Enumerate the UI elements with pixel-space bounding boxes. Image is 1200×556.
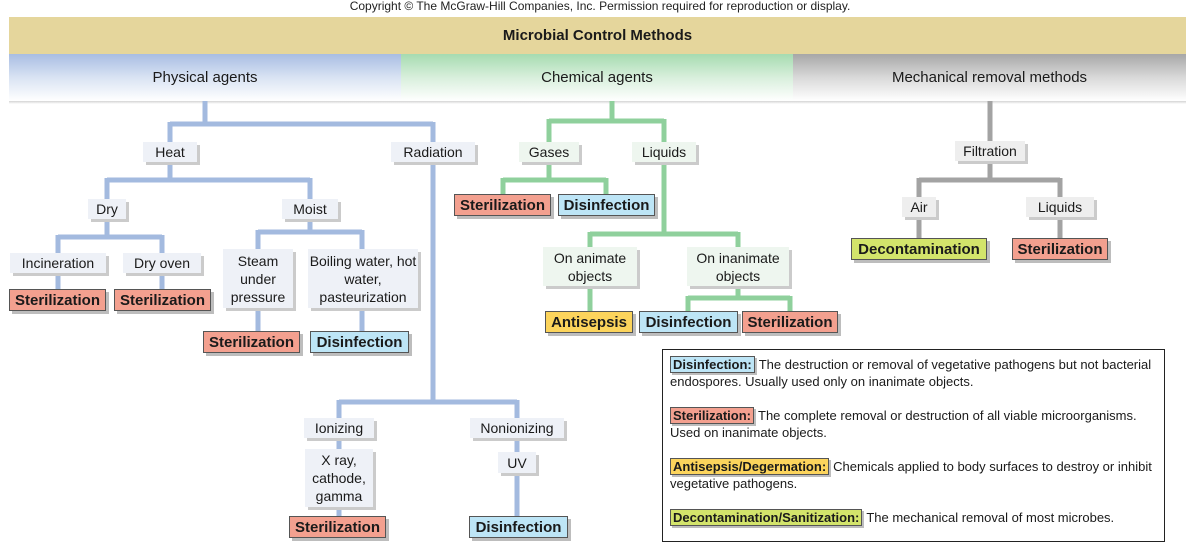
category-physical-agents: Physical agents xyxy=(9,54,401,101)
legend-entry-antisepsis: Antisepsis/Degermation:Chemicals applied… xyxy=(670,458,1154,492)
node-incineration: Incineration xyxy=(10,253,106,273)
result-disinfection-inanimate: Disinfection xyxy=(639,311,738,333)
node-dry-oven: Dry oven xyxy=(123,253,201,273)
result-decontamination: Decontamination xyxy=(851,238,987,260)
legend-definition-disinfection: The destruction or removal of vegetative… xyxy=(670,357,1152,389)
diagram-title: Microbial Control Methods xyxy=(9,17,1186,54)
chemical-connectors xyxy=(500,101,793,311)
legend-term-antisepsis: Antisepsis/Degermation: xyxy=(670,458,830,475)
copyright-notice: Copyright © The McGraw-Hill Companies, I… xyxy=(349,0,851,13)
legend-entry-decontamination: Decontamination/Sanitization:The mechani… xyxy=(670,509,1154,526)
legend-entry-disinfection: Disinfection:The destruction or removal … xyxy=(670,356,1154,390)
physical-connectors xyxy=(55,101,520,516)
node-xray-cathode-gamma: X ray, cathode, gamma xyxy=(305,449,373,507)
legend-definition-antisepsis: Chemicals applied to body surfaces to de… xyxy=(670,459,1152,491)
node-filtration: Filtration xyxy=(955,141,1025,161)
result-sterilization-inanimate: Sterilization xyxy=(742,311,838,333)
result-disinfection-uv: Disinfection xyxy=(469,516,568,538)
node-gases: Gases xyxy=(519,142,579,162)
node-ionizing: Ionizing xyxy=(304,418,374,438)
result-sterilization-steam: Sterilization xyxy=(203,331,300,353)
node-heat: Heat xyxy=(143,142,197,162)
legend-term-sterilization: Sterilization: xyxy=(670,407,755,424)
node-mech-liquids: Liquids xyxy=(1026,197,1094,217)
category-chemical-agents: Chemical agents xyxy=(401,54,793,101)
node-chem-liquids: Liquids xyxy=(632,142,696,162)
node-moist: Moist xyxy=(282,199,338,219)
result-sterilization-dry-oven: Sterilization xyxy=(114,289,211,311)
node-steam-under-pressure: Steam under pressure xyxy=(223,249,293,308)
legend-definition-decontamination: The mechanical removal of most microbes. xyxy=(866,510,1115,525)
result-sterilization-incineration: Sterilization xyxy=(9,289,106,311)
node-on-animate-objects: On animate objects xyxy=(543,247,637,286)
node-nonionizing: Nonionizing xyxy=(470,418,564,438)
node-uv: UV xyxy=(498,452,536,473)
result-disinfection-gases: Disinfection xyxy=(558,194,655,216)
legend-term-decontamination: Decontamination/Sanitization: xyxy=(670,509,863,526)
mechanical-connectors xyxy=(916,101,1063,238)
legend-term-disinfection: Disinfection: xyxy=(670,356,755,373)
legend-definition-sterilization: The complete removal or destruction of a… xyxy=(670,408,1137,440)
legend-entry-sterilization: Sterilization:The complete removal or de… xyxy=(670,407,1154,441)
category-bar-shadow xyxy=(9,101,1186,104)
result-sterilization-filtration: Sterilization xyxy=(1012,238,1108,260)
result-sterilization-gases: Sterilization xyxy=(454,194,551,216)
node-radiation: Radiation xyxy=(391,142,475,162)
legend-box: Disinfection:The destruction or removal … xyxy=(662,349,1165,542)
result-antisepsis: Antisepsis xyxy=(545,311,633,333)
result-disinfection-boiling: Disinfection xyxy=(310,331,409,353)
node-boiling-water: Boiling water, hot water, pasteurization xyxy=(308,249,418,308)
node-dry: Dry xyxy=(88,199,126,219)
node-air: Air xyxy=(902,197,936,217)
category-mechanical-removal: Mechanical removal methods xyxy=(793,54,1186,101)
node-on-inanimate-objects: On inanimate objects xyxy=(687,247,789,286)
result-sterilization-ionizing: Sterilization xyxy=(289,516,386,538)
